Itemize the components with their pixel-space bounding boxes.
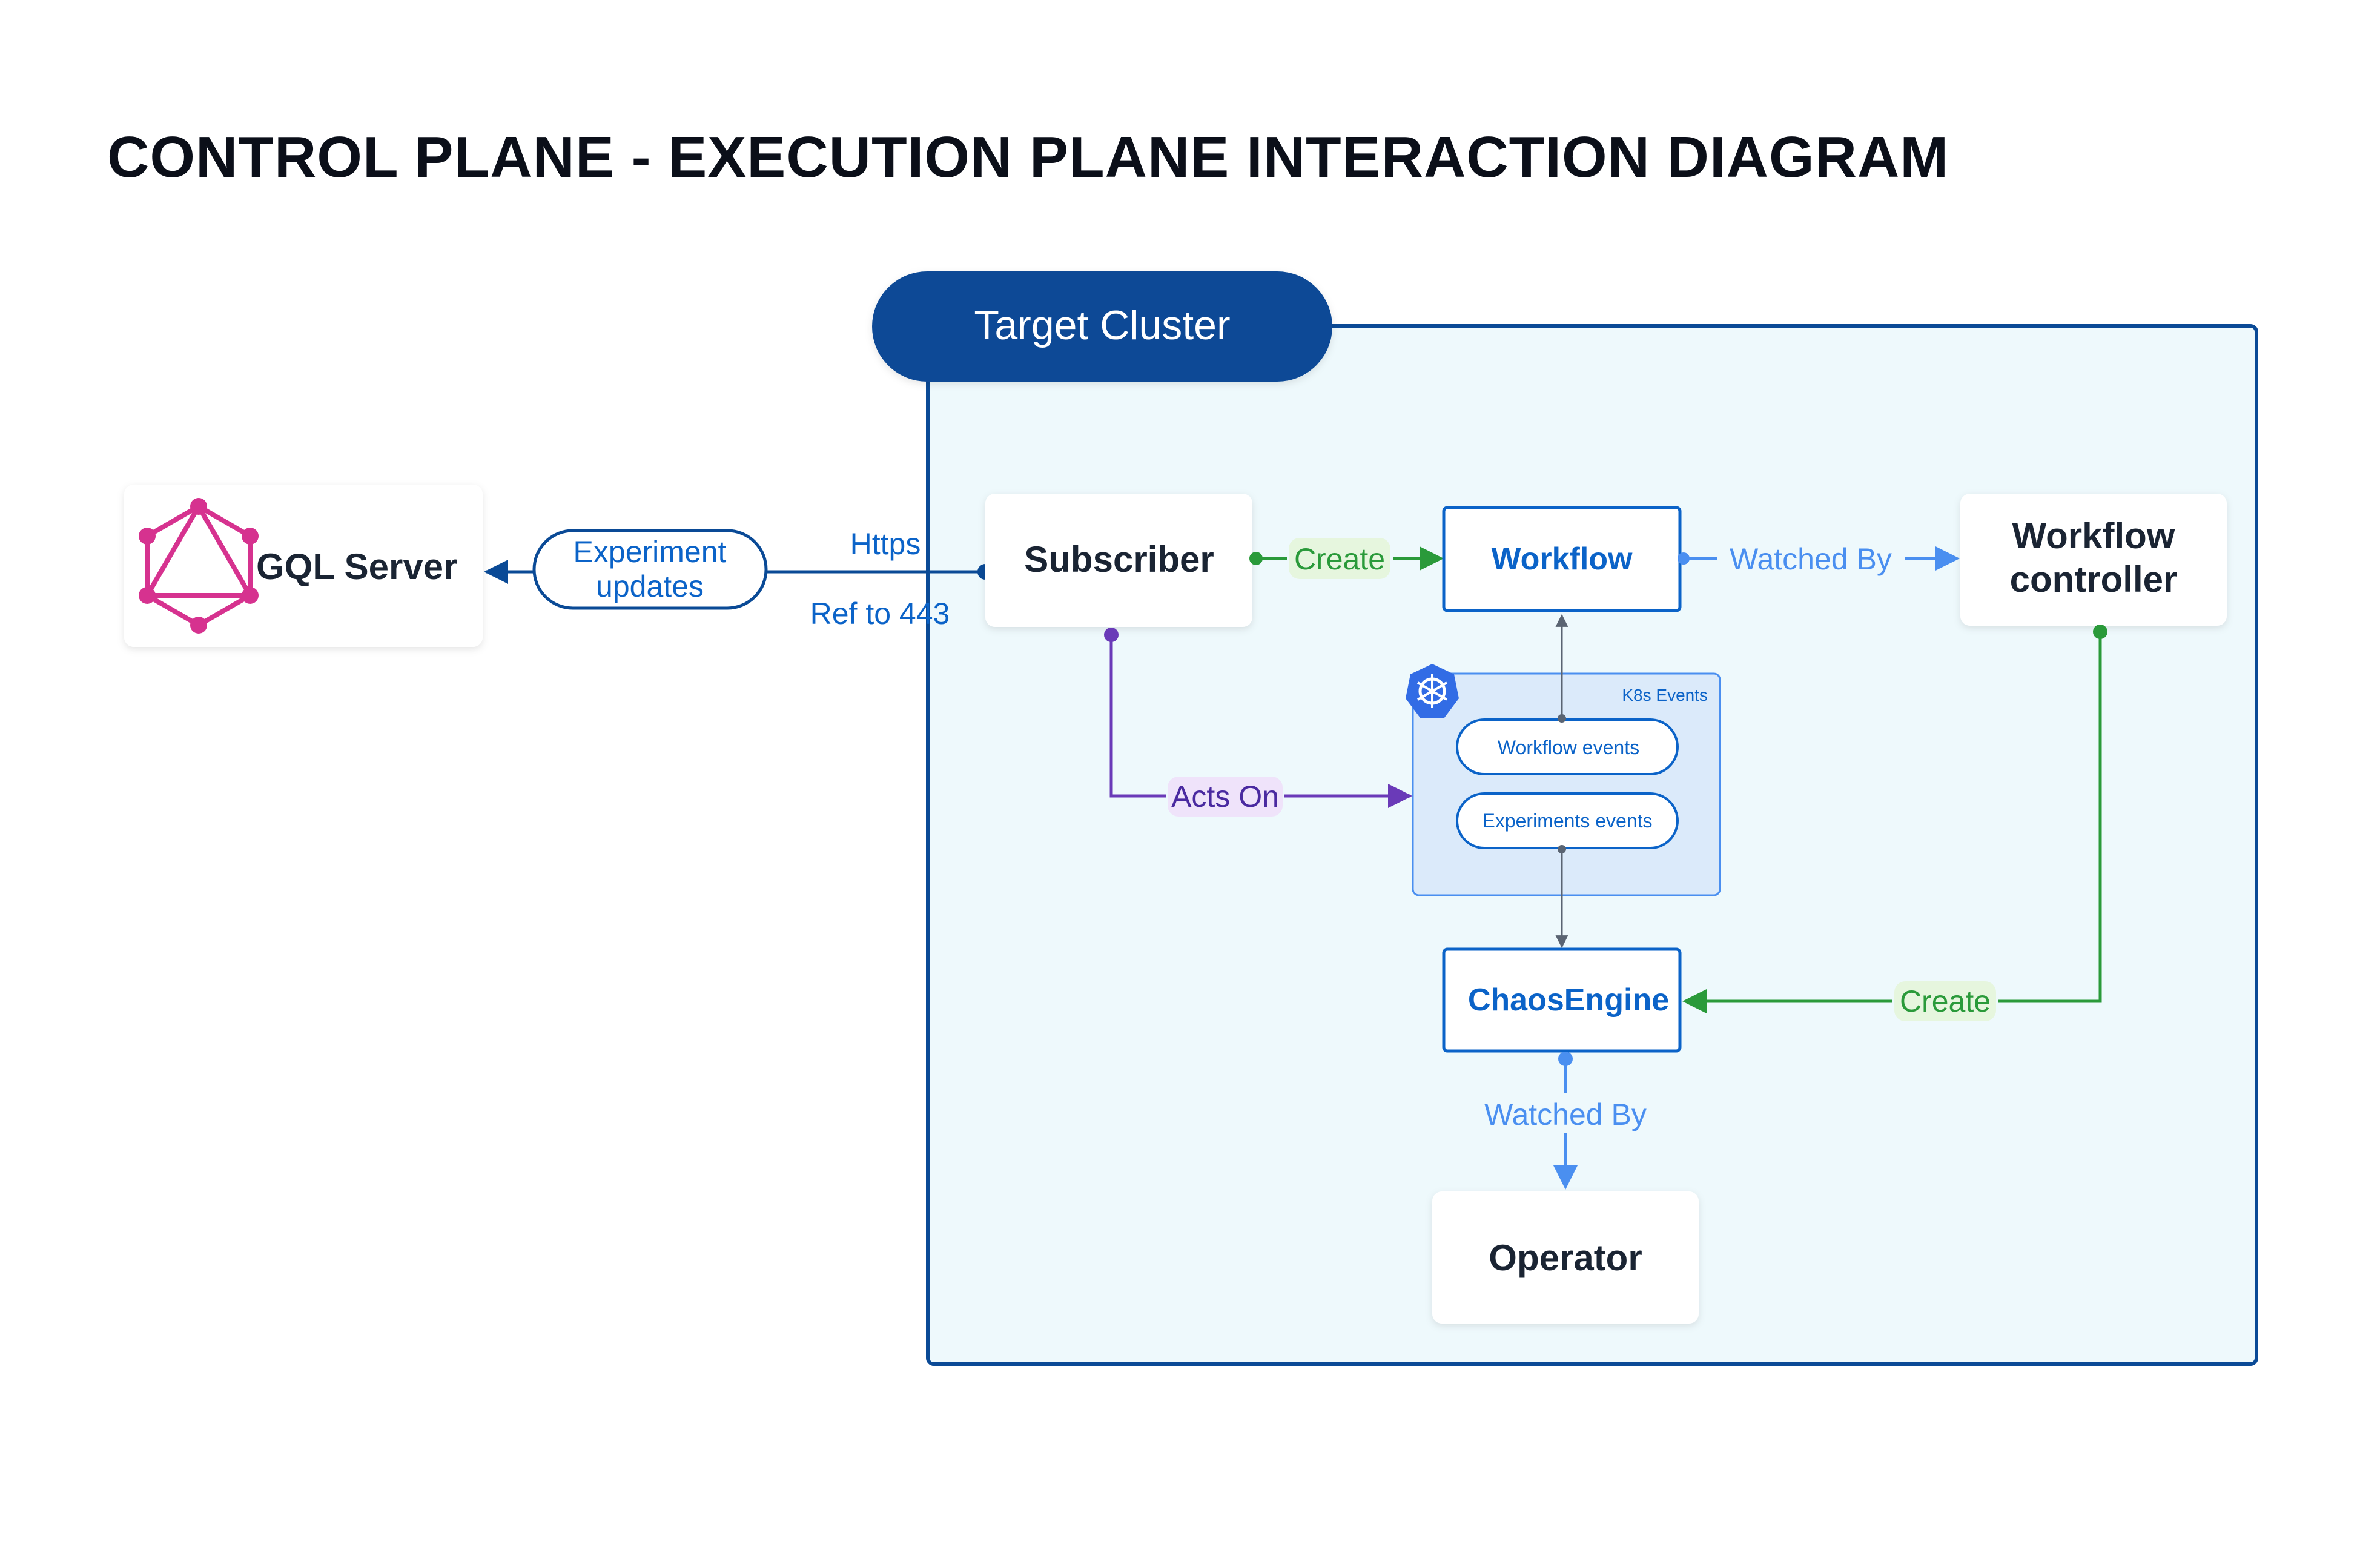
graphql-icon [139,498,259,634]
subscriber-label: Subscriber [1024,539,1214,580]
cluster-label: Target Cluster [974,302,1230,348]
watched-by-operator-label: Watched By [1484,1098,1647,1131]
create-chaos-label: Create [1900,984,1991,1018]
operator-node: Operator [1432,1191,1699,1324]
watched-by-controller-label: Watched By [1730,542,1892,576]
operator-label: Operator [1489,1238,1642,1278]
workflow-controller-label-2: controller [2010,559,2178,600]
experiments-events-pill [1456,792,1679,849]
workflow-label: Workflow [1491,542,1633,577]
gql-server-label: GQL Server [256,546,457,587]
experiments-events-label: Experiments events [1482,810,1652,832]
watched-by-controller-edge: Watched By [1678,542,1960,576]
experiment-updates-label-1: Experiment [574,535,727,569]
kubernetes-icon [1406,664,1459,718]
workflow-controller-label-1: Workflow [2012,515,2175,556]
workflow-events-label: Workflow events [1498,737,1639,758]
workflow-node: Workflow [1442,506,1682,612]
acts-on-label: Acts On [1171,780,1279,813]
k8s-events-group: K8s Events Workflow events Experiments e… [1406,664,1721,896]
cluster-header [872,271,1332,382]
k8s-events-label: K8s Events [1622,686,1708,704]
workflow-controller-node: Workflow controller [1960,494,2227,626]
experiment-updates-pill [532,529,768,610]
create-workflow-edge: Create [1249,538,1444,579]
subscriber-node: Subscriber [985,494,1252,627]
page-title: CONTROL PLANE - EXECUTION PLANE INTERACT… [107,125,1949,190]
https-label: Https [850,527,921,561]
create-workflow-label: Create [1294,542,1385,576]
experiment-updates-label-2: updates [596,569,704,603]
workflow-events-pill [1456,718,1679,775]
gql-server-node: GQL Server [124,485,483,647]
chaos-engine-label: ChaosEngine [1468,982,1669,1018]
watched-by-operator-edge: Watched By [1484,1052,1647,1190]
ref-port-label: Ref to 443 [810,597,950,631]
chaos-engine-node: ChaosEngine [1442,947,1682,1053]
k8s-connectors [1555,614,1568,949]
create-chaos-edge: Create [1682,625,2107,1021]
acts-on-edge: Acts On [1104,628,1412,817]
experiment-updates-edge: Experiment updates Https Ref to 443 [484,527,993,631]
